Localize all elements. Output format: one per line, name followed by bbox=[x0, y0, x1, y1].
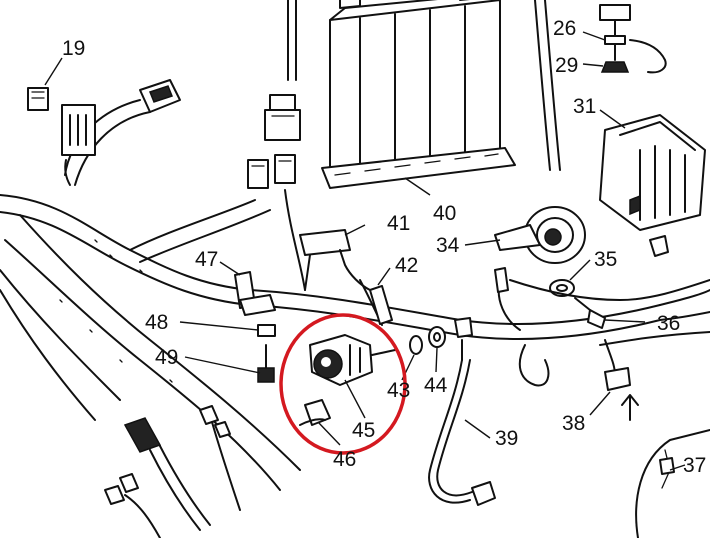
upper-branches bbox=[64, 0, 306, 291]
nut-48 bbox=[257, 324, 276, 337]
horn bbox=[494, 206, 586, 264]
small-clip bbox=[649, 235, 669, 257]
bracket-41 bbox=[299, 229, 371, 291]
wire-battery-right-2 bbox=[544, 0, 561, 171]
fuse-holder bbox=[27, 87, 96, 186]
bolt-26-29 bbox=[599, 4, 667, 74]
detail-37 bbox=[621, 394, 710, 538]
round-connector-19 bbox=[139, 79, 181, 113]
callout-37: 37 bbox=[683, 454, 706, 477]
right-wire bbox=[509, 279, 710, 301]
callout-41: 41 bbox=[387, 212, 410, 235]
callout-47: 47 bbox=[195, 248, 218, 271]
callout-38: 38 bbox=[562, 412, 585, 435]
main-harness bbox=[0, 194, 710, 491]
bottom-left-connectors bbox=[104, 405, 241, 538]
callout-31: 31 bbox=[573, 95, 596, 118]
highlight-circle bbox=[279, 313, 407, 455]
screw-36 bbox=[574, 297, 606, 329]
callout-19: 19 bbox=[62, 37, 85, 60]
callout-46: 46 bbox=[333, 448, 356, 471]
wire-battery-right bbox=[534, 0, 551, 171]
callout-29: 29 bbox=[555, 54, 578, 77]
callout-26: 26 bbox=[553, 17, 576, 40]
regulator-rectifier bbox=[599, 114, 706, 231]
washer-44 bbox=[428, 326, 446, 348]
callout-48: 48 bbox=[145, 311, 168, 334]
right-wire-2 bbox=[599, 331, 710, 346]
callout-36: 36 bbox=[657, 312, 680, 335]
connector-38 bbox=[604, 339, 631, 391]
leader-lines bbox=[44, 31, 686, 471]
callout-43: 43 bbox=[387, 379, 410, 402]
horn-terminal bbox=[494, 267, 509, 293]
callout-42: 42 bbox=[395, 254, 418, 277]
switch-45 bbox=[309, 334, 396, 386]
callout-35: 35 bbox=[594, 248, 617, 271]
twin-connectors bbox=[247, 154, 296, 189]
callout-labels: 19 26 29 31 40 41 34 35 47 42 48 36 49 4… bbox=[62, 17, 706, 477]
callout-39: 39 bbox=[495, 427, 518, 450]
callout-49: 49 bbox=[155, 346, 178, 369]
washer-43 bbox=[409, 335, 423, 355]
callout-44: 44 bbox=[424, 374, 448, 397]
cable-39 bbox=[428, 317, 496, 506]
bracket-47 bbox=[234, 271, 276, 316]
callout-34: 34 bbox=[436, 234, 460, 257]
top-connector bbox=[264, 94, 301, 141]
callout-45: 45 bbox=[352, 419, 375, 442]
battery bbox=[321, 0, 516, 189]
callout-40: 40 bbox=[433, 202, 456, 225]
sleeve-42 bbox=[369, 285, 393, 325]
bolt-49 bbox=[257, 344, 275, 383]
